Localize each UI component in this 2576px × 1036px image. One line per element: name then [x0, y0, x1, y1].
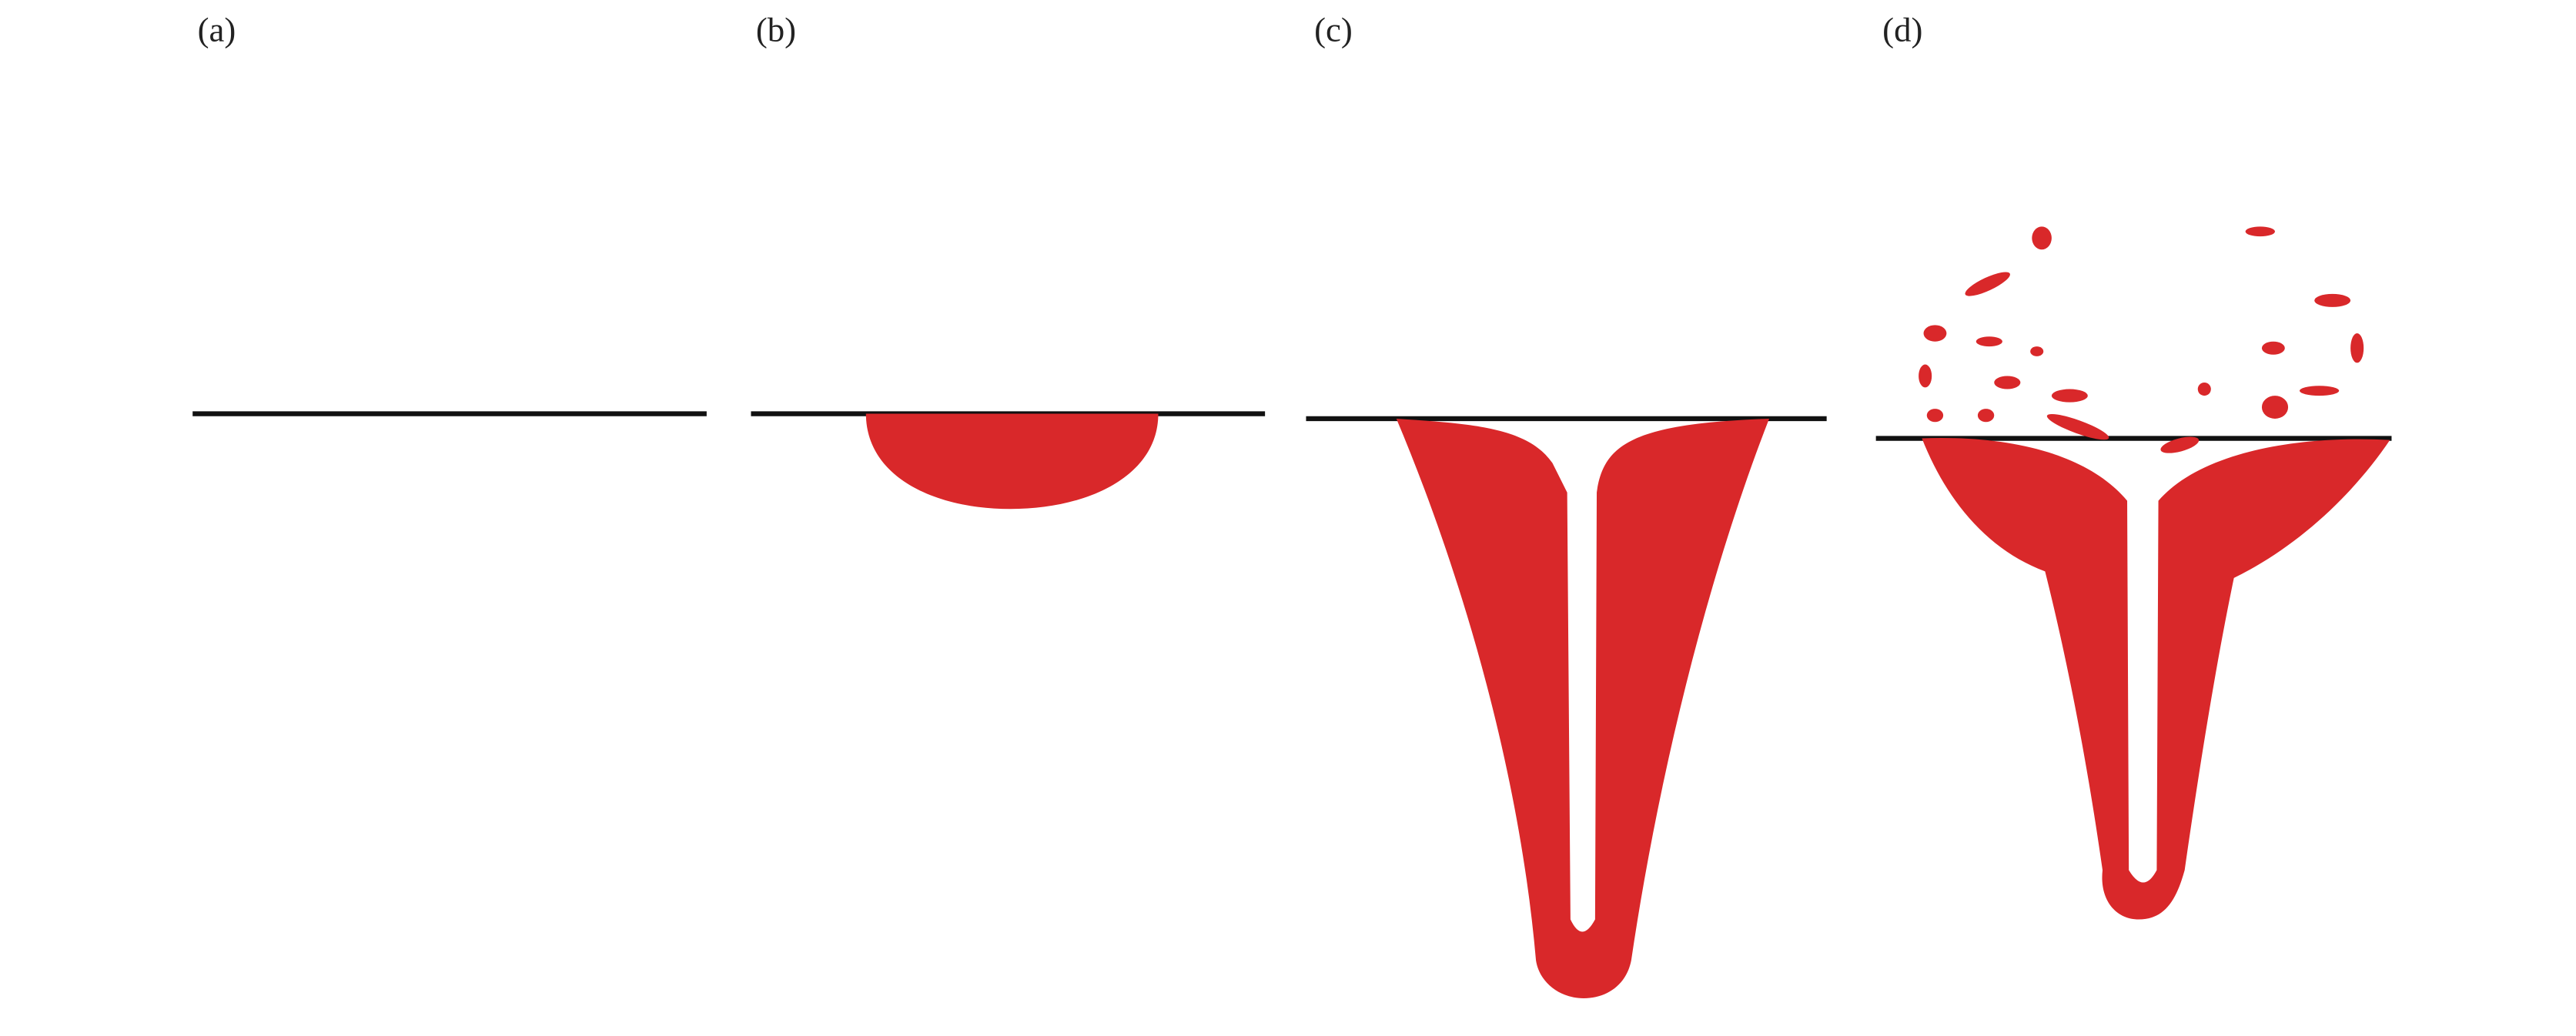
panel-d-label: (d)	[1882, 10, 1922, 48]
panel-c-label: (c)	[1314, 10, 1353, 48]
keyhole-c	[1396, 418, 1770, 998]
melt-pool-b	[865, 413, 1159, 510]
spatter-particles	[1919, 226, 2364, 453]
panel-a-label: (a)	[198, 10, 236, 48]
panel-b-label: (b)	[756, 10, 796, 48]
keyhole-d	[1922, 438, 2390, 920]
